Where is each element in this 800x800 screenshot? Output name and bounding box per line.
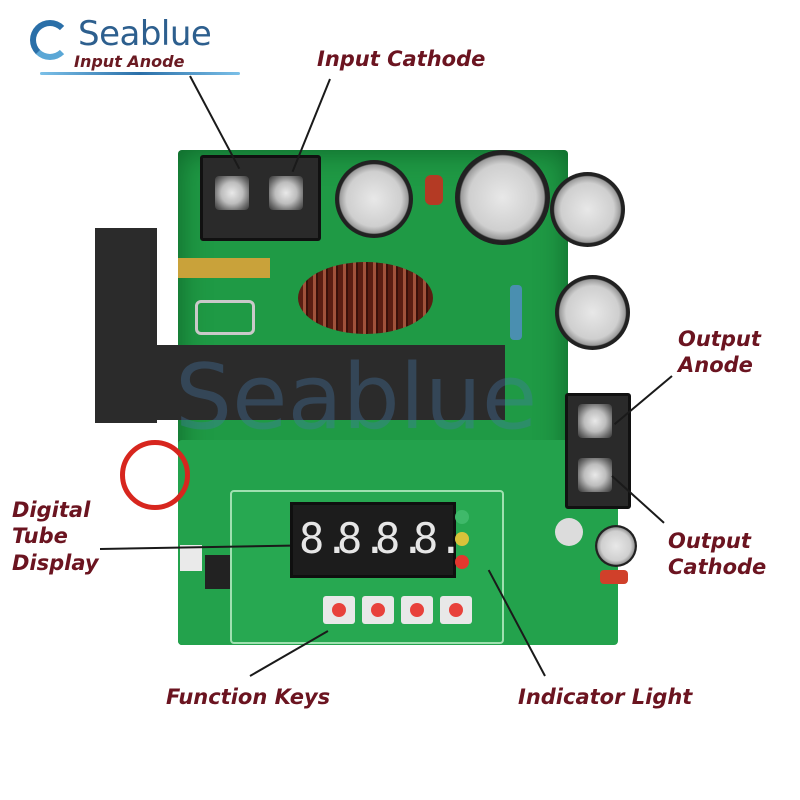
regulator-chip — [205, 555, 231, 589]
digit-4: 8. — [413, 514, 464, 563]
capacitor — [550, 172, 625, 247]
label-line: Output — [678, 327, 761, 351]
key-cap — [449, 603, 463, 617]
key-cap — [371, 603, 385, 617]
label-indicator-light: Indicator Light — [518, 685, 693, 709]
capacitor — [455, 150, 550, 245]
digit-2: 8. — [337, 514, 388, 563]
key-cap — [410, 603, 424, 617]
small-capacitor — [555, 518, 583, 546]
logo-underline — [40, 72, 240, 75]
function-key-1[interactable] — [323, 596, 355, 624]
digit-3: 8. — [375, 514, 426, 563]
small-capacitor — [425, 175, 443, 205]
digital-tube-display: 8. 8. 8. 8. — [290, 502, 464, 578]
output-cathode-screw — [578, 458, 612, 492]
connector — [180, 545, 202, 571]
indicator-led-yellow — [455, 532, 469, 546]
toroid-inductor — [298, 262, 433, 334]
logo-overlay-text: Input Anode — [74, 52, 185, 71]
label-digital-tube-display: Digital Tube Display — [12, 497, 99, 576]
key-cap — [332, 603, 346, 617]
function-key-3[interactable] — [401, 596, 433, 624]
logo-text: Seablue — [78, 14, 212, 54]
label-function-keys: Function Keys — [166, 685, 331, 709]
input-cathode-screw — [269, 176, 303, 210]
red-wire — [120, 440, 190, 510]
brass-strip — [178, 258, 270, 278]
label-output-anode: Output Anode — [678, 326, 761, 379]
watermark: Seablue — [175, 345, 538, 450]
indicator-led-green — [455, 510, 469, 524]
capacitor — [595, 525, 637, 567]
heatsink-horizontal — [150, 345, 505, 420]
indicator-led-red — [455, 555, 469, 569]
output-terminal-block — [565, 393, 631, 509]
heatsink-vertical — [95, 228, 157, 423]
label-line: Digital — [12, 498, 91, 522]
resistor — [510, 285, 522, 340]
jumper-pads — [195, 300, 255, 335]
wave-icon — [30, 20, 70, 60]
digit-1: 8. — [299, 514, 350, 563]
function-key-2[interactable] — [362, 596, 394, 624]
input-anode-screw — [215, 176, 249, 210]
label-line: Display — [12, 550, 99, 575]
smd-cap — [600, 570, 628, 584]
label-line: Cathode — [668, 555, 767, 580]
function-key-4[interactable] — [440, 596, 472, 624]
brand-logo: Seablue Input Anode — [30, 14, 240, 75]
capacitor — [335, 160, 413, 238]
capacitor — [555, 275, 630, 350]
input-terminal-block — [200, 155, 321, 241]
label-input-cathode: Input Cathode — [317, 47, 486, 71]
label-output-cathode: Output Cathode — [668, 528, 766, 581]
label-line: Tube — [12, 524, 68, 549]
output-anode-screw — [578, 404, 612, 438]
label-line: Output — [668, 529, 751, 553]
label-line: Anode — [678, 353, 753, 378]
